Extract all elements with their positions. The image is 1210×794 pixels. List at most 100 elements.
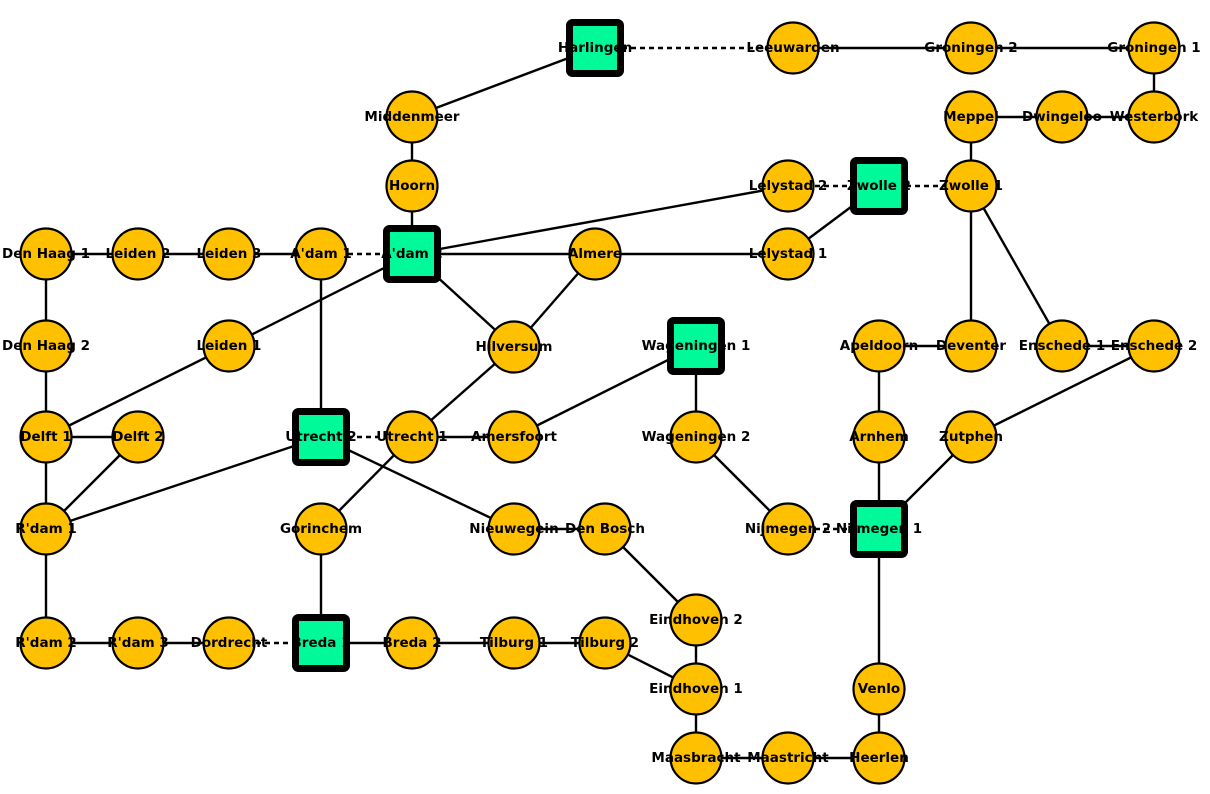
station-circle	[669, 662, 723, 716]
station-circle	[111, 616, 165, 670]
node-label: Middenmeer	[364, 109, 460, 125]
hub-square	[850, 157, 908, 215]
node-label: Eindhoven 1	[649, 681, 743, 697]
node-maasbracht: Maasbracht	[651, 731, 741, 785]
station-circle	[202, 319, 256, 373]
node-label: Wageningen 1	[642, 338, 751, 354]
station-circle	[669, 593, 723, 647]
node-eindhoven2: Eindhoven 2	[649, 593, 743, 647]
node-denhaag2: Den Haag 2	[2, 319, 90, 373]
node-eindhoven1: Eindhoven 1	[649, 662, 743, 716]
node-label: Groningen 1	[1107, 40, 1200, 56]
station-circle	[852, 731, 906, 785]
node-leiden3: Leiden 3	[197, 227, 261, 281]
node-wageningen2: Wageningen 2	[642, 410, 751, 464]
node-westerbork: Westerbork	[1110, 90, 1199, 144]
node-utrecht2: Utrecht 2	[285, 408, 357, 466]
node-dwingeloo: Dwingeloo	[1022, 90, 1102, 144]
station-circle	[944, 159, 998, 213]
node-label: Nijmegen 2	[745, 521, 831, 537]
node-label: Lelystad 1	[749, 246, 828, 262]
edge-leiden1-delft1	[45, 344, 230, 439]
station-circle	[385, 410, 439, 464]
node-amersfoort: Amersfoort	[471, 410, 557, 464]
node-label: Utrecht 2	[285, 429, 356, 445]
nodes-layer: Harlingen Leeuwarden Groningen 2 Groningen …	[2, 19, 1201, 785]
node-deventer: Deventer	[936, 319, 1007, 373]
node-denhaag1: Den Haag 1	[2, 227, 90, 281]
node-label: Gorinchem	[280, 521, 362, 537]
node-label: Breda 1	[292, 635, 351, 651]
node-almere: Almere	[568, 227, 622, 281]
edge-utrecht2-nieuwegein	[320, 435, 515, 531]
node-nijmegen1: Nijmegen 1	[836, 500, 922, 558]
edge-rdam1-utrecht2	[45, 435, 322, 531]
station-circle	[568, 227, 622, 281]
station-circle	[1035, 319, 1089, 373]
station-circle	[944, 319, 998, 373]
node-delft2: Delft 2	[111, 410, 165, 464]
node-leiden2: Leiden 2	[106, 227, 170, 281]
node-label: Arnhem	[849, 429, 909, 445]
node-venlo: Venlo	[852, 662, 906, 716]
node-leeuwarden: Leeuwarden	[746, 21, 840, 75]
edge-harlingen-middenmeer	[411, 46, 596, 119]
edge-adam2-lelystad2	[411, 184, 789, 256]
node-label: Delft 2	[112, 429, 163, 445]
station-circle	[1127, 90, 1181, 144]
node-label: Zwolle 1	[939, 178, 1003, 194]
node-tilburg1: Tilburg 1	[480, 616, 548, 670]
node-label: Wageningen 2	[642, 429, 751, 445]
node-label: Heerlen	[849, 750, 909, 766]
station-circle	[385, 90, 439, 144]
node-delft1: Delft 1	[19, 410, 73, 464]
node-label: Den Haag 2	[2, 338, 90, 354]
node-maastricht: Maastricht	[747, 731, 829, 785]
node-rdam3: R'dam 3	[107, 616, 169, 670]
station-circle	[761, 502, 815, 556]
node-label: Deventer	[936, 338, 1007, 354]
node-groningen2: Groningen 2	[924, 21, 1018, 75]
station-circle	[19, 502, 73, 556]
node-hilversum: Hilversum	[476, 320, 553, 374]
station-circle	[294, 502, 348, 556]
node-label: Nieuwegein	[469, 521, 558, 537]
node-label: Tilburg 2	[571, 635, 639, 651]
station-circle	[19, 319, 73, 373]
node-label: Nijmegen 1	[836, 521, 922, 537]
station-circle	[202, 616, 256, 670]
node-hoorn: Hoorn	[385, 159, 439, 213]
node-zutphen: Zutphen	[939, 410, 1003, 464]
station-circle	[1127, 319, 1181, 373]
station-circle	[487, 410, 541, 464]
node-dordrecht: Dordrecht	[191, 616, 268, 670]
station-circle	[761, 227, 815, 281]
node-harlingen: Harlingen	[558, 19, 632, 77]
station-circle	[852, 662, 906, 716]
station-circle	[487, 320, 541, 374]
station-circle	[669, 731, 723, 785]
node-label: R'dam 2	[15, 635, 76, 651]
node-adam2: A'dam 2	[381, 225, 443, 283]
node-label: A'dam 2	[381, 246, 443, 262]
station-circle	[385, 159, 439, 213]
node-leiden1: Leiden 1	[197, 319, 261, 373]
node-label: Delft 1	[20, 429, 71, 445]
node-groningen1: Groningen 1	[1107, 21, 1201, 75]
station-circle	[385, 616, 439, 670]
station-circle	[294, 227, 348, 281]
station-circle	[761, 731, 815, 785]
node-label: Breda 2	[383, 635, 442, 651]
node-label: Hilversum	[476, 339, 553, 355]
node-label: Maasbracht	[651, 750, 741, 766]
station-circle	[944, 21, 998, 75]
node-denbosch: Den Bosch	[565, 502, 645, 556]
hub-square	[292, 614, 350, 672]
node-nieuwegein: Nieuwegein	[469, 502, 559, 556]
station-circle	[766, 21, 820, 75]
node-label: Westerbork	[1110, 109, 1199, 125]
node-label: R'dam 3	[107, 635, 168, 651]
node-middenmeer: Middenmeer	[364, 90, 460, 144]
station-circle	[578, 616, 632, 670]
